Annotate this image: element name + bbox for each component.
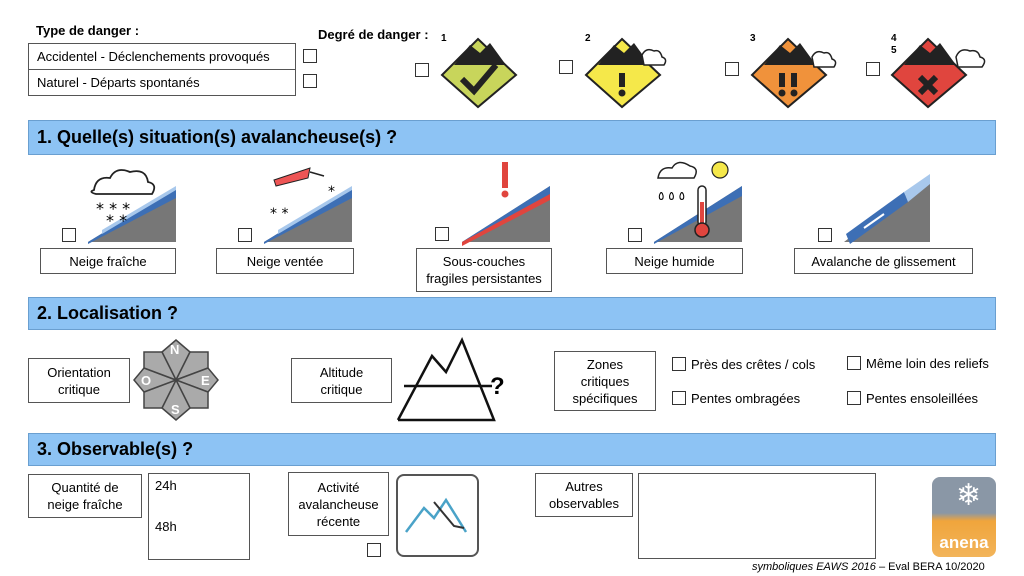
danger-type-title: Type de danger :: [36, 23, 140, 38]
wet-snow-checkbox[interactable]: [628, 228, 642, 242]
fresh-snow-icon: * * * * *: [88, 169, 176, 244]
fresh-snow-checkbox[interactable]: [62, 228, 76, 242]
footer-credit: symboliques EAWS 2016 – Eval BERA 10/202…: [752, 561, 985, 573]
zone-near-ridges-checkbox[interactable]: [672, 357, 686, 371]
danger-type-natural: Naturel - Départs spontanés: [28, 69, 296, 96]
persistent-layer-icon: [462, 162, 550, 246]
wind-snow-icon: * * *: [264, 167, 352, 244]
recent-avalanche-icon-frame: [396, 474, 479, 557]
danger-level-3-checkbox[interactable]: [725, 62, 739, 76]
svg-text:* * *: * * *: [96, 199, 130, 218]
svg-text:* *: * *: [270, 206, 288, 222]
danger-level-1-checkbox[interactable]: [415, 63, 429, 77]
section-1-title: 1. Quelle(s) situation(s) avalancheuse(s…: [28, 120, 996, 155]
wet-snow-icon: ٥ ٥ ٥: [654, 161, 742, 244]
danger-level-2-number: 2: [585, 33, 591, 44]
fresh-snow-48h-label: 48h: [155, 519, 177, 534]
anena-logo: ❄ anena: [932, 477, 996, 557]
wet-snow-label: Neige humide: [606, 248, 743, 274]
zone-far-from-relief-label: Même loin des reliefs: [866, 356, 989, 371]
svg-text:* *: * *: [106, 211, 127, 230]
compass-s: S: [171, 402, 180, 417]
anena-logo-text: anena: [939, 533, 989, 552]
svg-text:٥ ٥ ٥: ٥ ٥ ٥: [658, 189, 685, 203]
danger-level-2-icon: [584, 37, 667, 109]
zone-shady-slopes-checkbox[interactable]: [672, 391, 686, 405]
wind-snow-checkbox[interactable]: [238, 228, 252, 242]
zone-far-from-relief-checkbox[interactable]: [847, 356, 861, 370]
section-2-title: 2. Localisation ?: [28, 297, 996, 330]
svg-text:*: *: [328, 184, 335, 200]
compass-o: O: [141, 373, 152, 388]
danger-degree-title: Degré de danger :: [318, 27, 429, 42]
fresh-snow-24h-label: 24h: [155, 478, 177, 493]
recent-avalanche-icon: [405, 497, 468, 533]
gliding-snow-checkbox[interactable]: [818, 228, 832, 242]
danger-level-1-number: 1: [441, 33, 447, 44]
danger-level-4-number: 4: [891, 33, 897, 44]
danger-type-accidental: Accidentel - Déclenchements provoqués: [28, 43, 296, 70]
snowflake-icon: ❄: [956, 479, 982, 512]
fresh-snow-label: Neige fraîche: [40, 248, 176, 274]
altitude-question-mark: ?: [490, 373, 505, 400]
compass-n: N: [170, 342, 180, 357]
gliding-snow-label: Avalanche de glissement: [794, 248, 973, 274]
zone-shady-slopes-label: Pentes ombragées: [691, 391, 801, 406]
danger-level-3-icon: [750, 37, 837, 109]
danger-level-2-checkbox[interactable]: [559, 60, 573, 74]
natural-checkbox[interactable]: [303, 74, 317, 88]
fresh-snow-amount-field[interactable]: [148, 473, 250, 560]
wind-snow-label: Neige ventée: [216, 248, 354, 274]
danger-level-3-number: 3: [750, 33, 756, 44]
zone-near-ridges-label: Près des crêtes / cols: [691, 357, 816, 372]
zone-sunny-slopes-checkbox[interactable]: [847, 391, 861, 405]
accidental-checkbox[interactable]: [303, 49, 317, 63]
section-3-title: 3. Observable(s) ?: [28, 433, 996, 466]
gliding-snow-icon: [844, 174, 930, 244]
danger-level-1-icon: [440, 37, 518, 109]
mountain-altitude-icon: [396, 336, 496, 422]
other-observables-field[interactable]: [638, 473, 876, 559]
compass-e: E: [201, 373, 210, 388]
recent-activity-checkbox[interactable]: [367, 543, 381, 557]
danger-level-4-5-icon: [890, 37, 986, 109]
danger-level-4-5-checkbox[interactable]: [866, 62, 880, 76]
persistent-layer-checkbox[interactable]: [435, 227, 449, 241]
danger-level-5-number: 5: [891, 45, 897, 56]
zone-sunny-slopes-label: Pentes ensoleillées: [866, 391, 979, 406]
compass-rose-icon[interactable]: [132, 338, 220, 422]
